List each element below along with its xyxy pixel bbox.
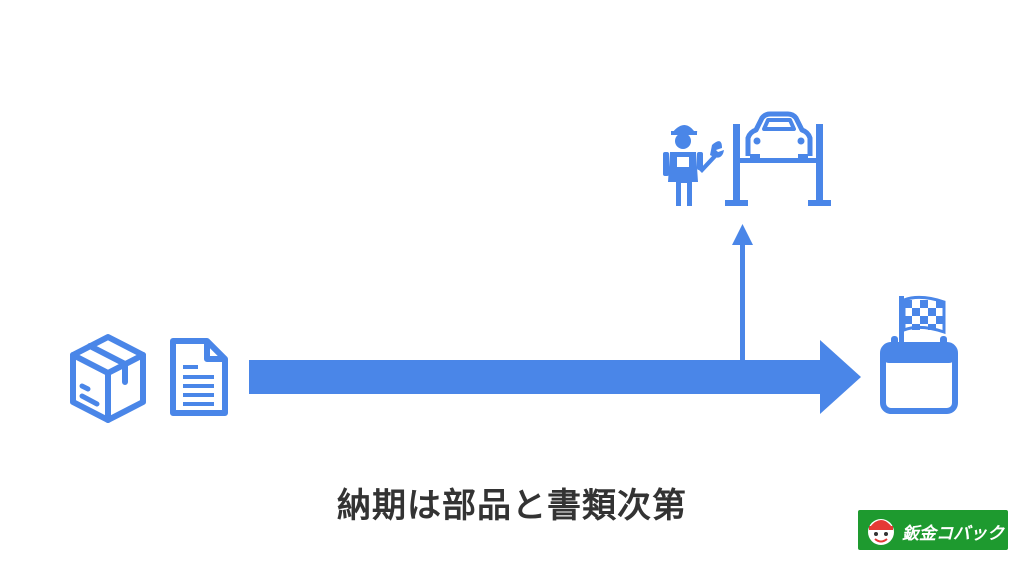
mechanic-icon xyxy=(663,124,703,206)
company-logo: 鈑金コバック xyxy=(858,510,1008,550)
car-lift-icon xyxy=(725,111,831,206)
mascot-icon xyxy=(868,519,894,545)
wrench-icon xyxy=(699,141,724,173)
package-box-icon xyxy=(70,334,146,423)
calendar-icon xyxy=(880,336,958,414)
caption-text: 納期は部品と書類次第 xyxy=(337,486,687,526)
checkered-flag-icon xyxy=(899,295,946,354)
logo-text: 鈑金コバック xyxy=(902,524,1004,544)
branch-arrow xyxy=(732,224,753,360)
document-icon xyxy=(170,338,228,416)
main-flow-arrow xyxy=(249,340,861,414)
